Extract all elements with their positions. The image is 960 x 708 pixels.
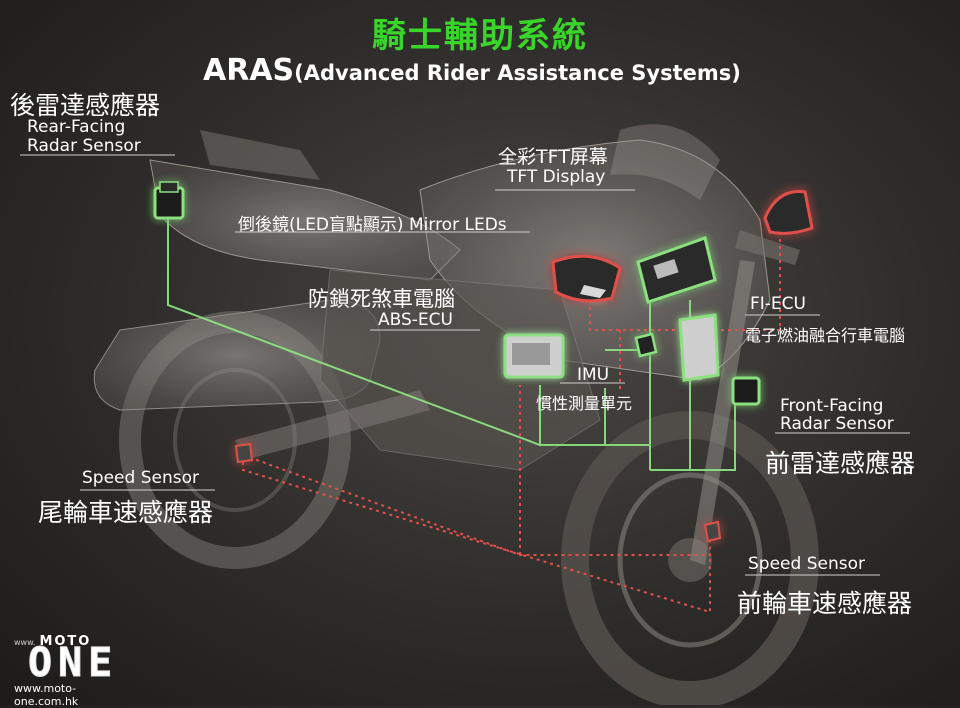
front-speed-sensor [703, 520, 722, 543]
rear-speed-sensor [234, 442, 254, 464]
fi-ecu [678, 313, 720, 382]
abs-ecu [503, 333, 565, 379]
rear-speed-en: Speed Sensor [82, 468, 199, 488]
title-aras-full: (Advanced Rider Assistance Systems) [294, 61, 741, 85]
fiecu-zh: 電子燃油融合行車電腦 [745, 326, 906, 345]
logo-moto: MOTO [39, 634, 92, 649]
mirror-en: Mirror LEDs [408, 215, 507, 235]
imu-unit [634, 332, 658, 358]
mirror-zh: 倒後鏡(LED盲點顯示) [238, 215, 404, 235]
rear-speed-zh: 尾輪車速感應器 [38, 498, 214, 527]
abs-en: ABS-ECU [378, 310, 453, 330]
rear-radar-en2: Radar Sensor [27, 136, 141, 156]
front-radar-en2: Radar Sensor [780, 414, 894, 434]
rear-radar-zh: 後雷達感應器 [10, 91, 161, 120]
right-mirror [763, 190, 814, 235]
front-radar-en1: Front-Facing [780, 396, 884, 416]
rear-radar-en1: Rear-Facing [27, 117, 126, 137]
logo-one: ONE [27, 640, 119, 687]
tft-zh: 全彩TFT屏幕 [498, 146, 608, 168]
imu-en: IMU [577, 365, 610, 385]
abs-zh: 防鎖死煞車電腦 [308, 287, 455, 311]
front-speed-zh: 前輪車速感應器 [737, 589, 913, 618]
title-chinese: 騎士輔助系統 [372, 16, 588, 56]
mirror-label: 倒後鏡(LED盲點顯示) Mirror LEDs [238, 210, 507, 235]
front-speed-en: Speed Sensor [748, 554, 865, 574]
label-underlines [20, 154, 910, 576]
mirror-led [551, 254, 622, 303]
tft-en: TFT Display [507, 167, 606, 187]
logo-www: www. [14, 638, 36, 647]
imu-zh: 慣性測量單元 [536, 394, 633, 413]
red-connections [242, 222, 781, 614]
title-english: ARAS(Advanced Rider Assistance Systems) [203, 53, 741, 88]
title-aras: ARAS [203, 53, 295, 88]
moto-one-logo: www.MOTO ONE www.moto-one.com.hk [14, 630, 113, 708]
front-radar-zh: 前雷達感應器 [765, 449, 916, 478]
fiecu-en: FI-ECU [750, 294, 806, 314]
rear-radar-sensor [153, 181, 185, 220]
logo-url: www.moto-one.com.hk [14, 682, 79, 708]
front-radar-sensor [731, 376, 761, 406]
tft-display [636, 236, 717, 304]
